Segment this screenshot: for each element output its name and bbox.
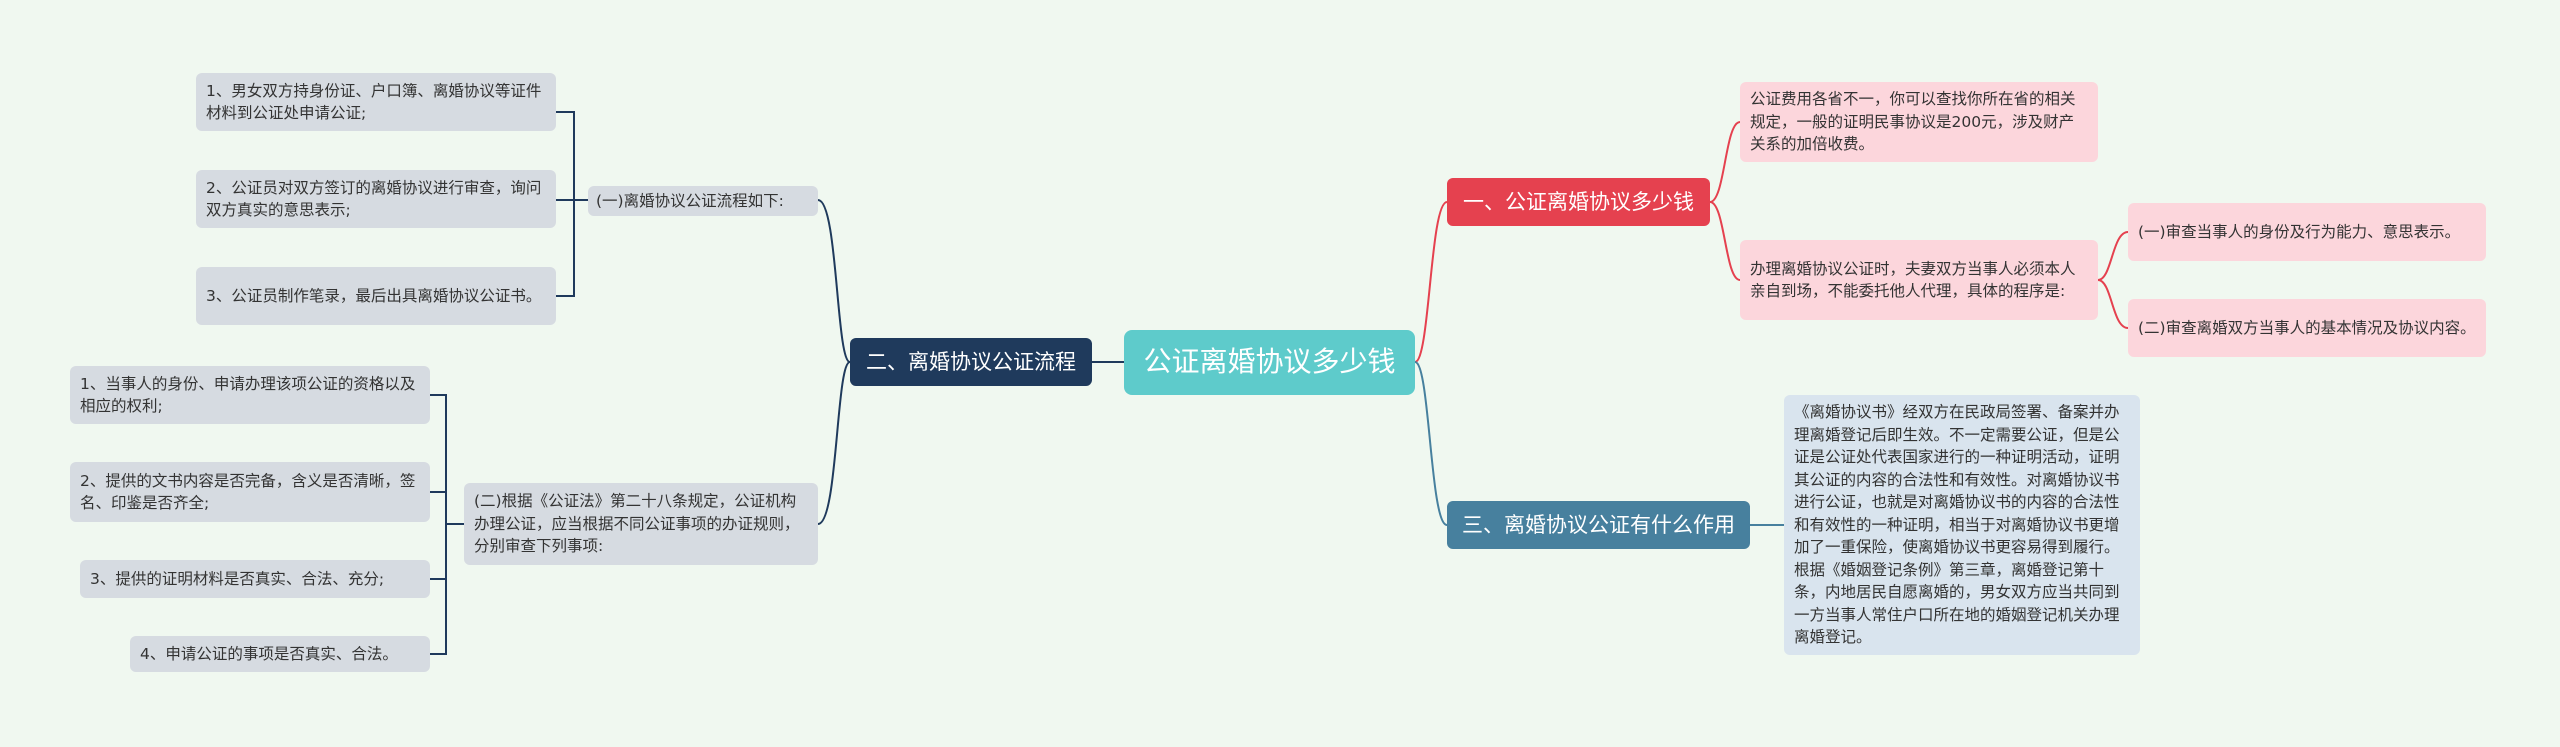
branch1-step-1-text: (一)审查当事人的身份及行为能力、意思表示。: [2138, 222, 2461, 241]
connector-sub2-item2: [430, 491, 447, 524]
connector-b2-sub2: [817, 361, 851, 525]
branch3-text-note[interactable]: 《离婚协议书》经双方在民政局签署、备案并办理离婚登记后即生效。不一定需要公证，但…: [1784, 395, 2140, 655]
connector-sub1-item3: [556, 200, 575, 297]
branch2-sub1-title[interactable]: (一)离婚协议公证流程如下:: [588, 186, 818, 216]
branch2-sub1-item-2-text: 2、公证员对双方签订的离婚协议进行审查，询问双方真实的意思表示;: [206, 178, 542, 219]
branch2-title[interactable]: 二、离婚协议公证流程: [850, 338, 1092, 386]
branch2-sub1-text: (一)离婚协议公证流程如下:: [596, 191, 784, 210]
branch2-sub1-item-3[interactable]: 3、公证员制作笔录，最后出具离婚协议公证书。: [196, 267, 556, 325]
branch2-sub1-item-1-text: 1、男女双方持身份证、户口簿、离婚协议等证件材料到公证处申请公证;: [206, 81, 542, 122]
branch1-step-2[interactable]: (二)审查离婚双方当事人的基本情况及协议内容。: [2128, 299, 2486, 357]
branch2-sub2-item-3[interactable]: 3、提供的证明材料是否真实、合法、充分;: [80, 560, 430, 598]
connector-sub2-item4: [430, 524, 447, 655]
branch1-step-2-text: (二)审查离婚双方当事人的基本情况及协议内容。: [2138, 318, 2476, 337]
branch1-step-1[interactable]: (一)审查当事人的身份及行为能力、意思表示。: [2128, 203, 2486, 261]
branch1-title[interactable]: 一、公证离婚协议多少钱: [1447, 178, 1710, 226]
connector-sub2-item3: [430, 524, 447, 580]
branch1-fee-note[interactable]: 公证费用各省不一，你可以查找你所在省的相关规定，一般的证明民事协议是200元，涉…: [1740, 82, 2098, 162]
connector-procedure-step1: [2097, 231, 2129, 281]
connector-sub2-item1: [430, 394, 464, 525]
connector-root-branch3: [1414, 361, 1448, 526]
branch2-sub1-item-1[interactable]: 1、男女双方持身份证、户口簿、离婚协议等证件材料到公证处申请公证;: [196, 73, 556, 131]
branch2-sub2-item-2[interactable]: 2、提供的文书内容是否完备，含义是否清晰，签名、印鉴是否齐全;: [70, 462, 430, 522]
connector-b1-fee: [1709, 121, 1741, 203]
branch2-sub2-item-4[interactable]: 4、申请公证的事项是否真实、合法。: [130, 636, 430, 672]
connector-root-branch1: [1414, 201, 1448, 363]
branch2-sub2-item-2-text: 2、提供的文书内容是否完备，含义是否清晰，签名、印鉴是否齐全;: [80, 471, 416, 512]
connector-b1-procedure: [1709, 201, 1741, 281]
branch2-sub2-title[interactable]: (二)根据《公证法》第二十八条规定，公证机构办理公证，应当根据不同公证事项的办证…: [464, 483, 818, 565]
branch3-text: 《离婚协议书》经双方在民政局签署、备案并办理离婚登记后即生效。不一定需要公证，但…: [1794, 403, 2120, 647]
branch2-sub2-item-1-text: 1、当事人的身份、申请办理该项公证的资格以及相应的权利;: [80, 374, 416, 415]
branch3-title[interactable]: 三、离婚协议公证有什么作用: [1447, 501, 1750, 549]
branch2-sub1-item-3-text: 3、公证员制作笔录，最后出具离婚协议公证书。: [206, 286, 542, 305]
connector-sub1-item1: [556, 111, 588, 201]
branch2-sub2-item-4-text: 4、申请公证的事项是否真实、合法。: [140, 644, 398, 663]
branch1-procedure-note[interactable]: 办理离婚协议公证时，夫妻双方当事人必须本人亲自到场，不能委托他人代理，具体的程序…: [1740, 240, 2098, 320]
branch2-sub2-item-1[interactable]: 1、当事人的身份、申请办理该项公证的资格以及相应的权利;: [70, 366, 430, 424]
branch1-procedure-text: 办理离婚协议公证时，夫妻双方当事人必须本人亲自到场，不能委托他人代理，具体的程序…: [1750, 259, 2076, 300]
connector-procedure-step2: [2097, 279, 2129, 329]
branch1-fee-text: 公证费用各省不一，你可以查找你所在省的相关规定，一般的证明民事协议是200元，涉…: [1750, 90, 2076, 154]
branch2-sub2-item-3-text: 3、提供的证明材料是否真实、合法、充分;: [90, 569, 385, 588]
branch2-sub1-item-2[interactable]: 2、公证员对双方签订的离婚协议进行审查，询问双方真实的意思表示;: [196, 170, 556, 228]
root-topic[interactable]: 公证离婚协议多少钱: [1124, 330, 1415, 395]
branch2-sub2-text: (二)根据《公证法》第二十八条规定，公证机构办理公证，应当根据不同公证事项的办证…: [474, 492, 800, 556]
connector-b2-sub1: [817, 199, 851, 363]
